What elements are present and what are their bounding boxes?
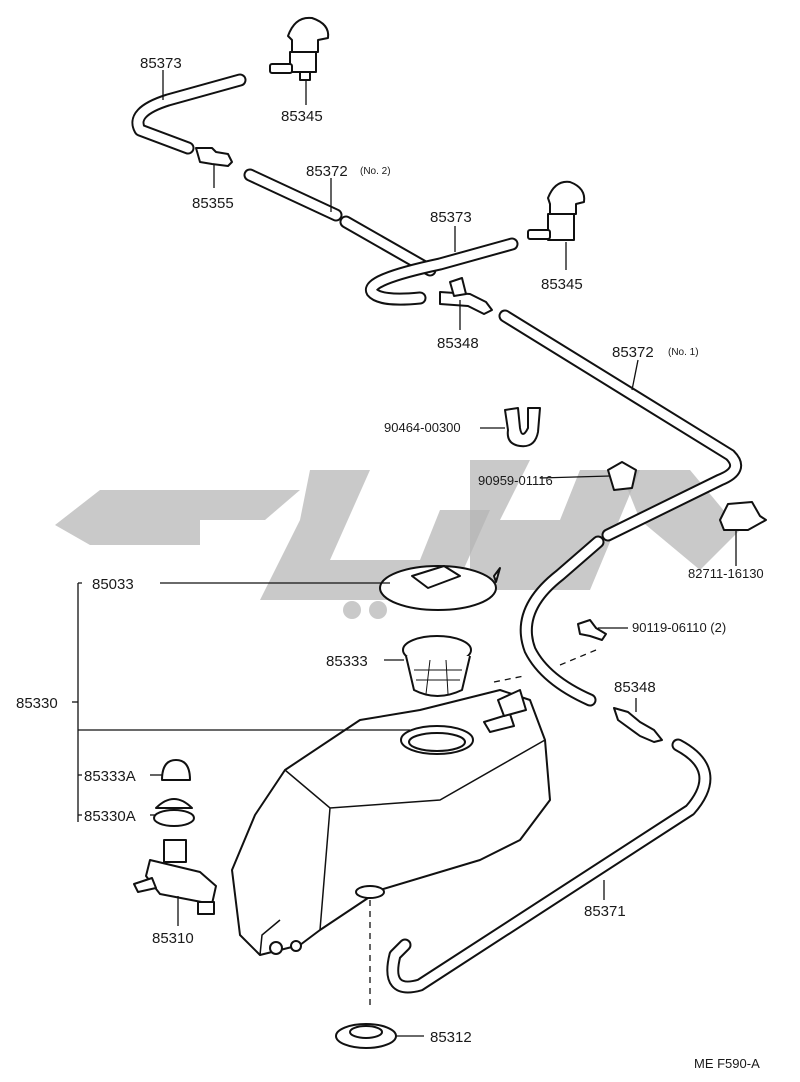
label-85033: 85033 — [92, 576, 134, 593]
label-85372-no1-note: (No. 1) — [668, 347, 699, 358]
label-85312: 85312 — [430, 1029, 472, 1046]
pump-85310 — [133, 839, 217, 915]
grommet-85333A — [161, 759, 191, 781]
bracket-82711 — [719, 501, 767, 531]
label-90959: 90959-01116 — [478, 473, 553, 488]
bolt-90119 — [577, 619, 607, 641]
label-85372-no2-note: (No. 2) — [360, 166, 391, 177]
joint-85355 — [195, 147, 233, 167]
label-85348-low: 85348 — [614, 679, 656, 696]
hose-85371 — [386, 738, 712, 994]
clamp-90464 — [504, 407, 541, 448]
tank-85330 — [231, 689, 551, 956]
hose-85373-top — [131, 73, 247, 155]
nozzle-85345-top — [269, 16, 330, 81]
leader-lines — [72, 70, 737, 1037]
label-85330: 85330 — [16, 695, 58, 712]
label-85372-no2: 85372 — [306, 163, 348, 180]
hose-85372-no1 — [498, 309, 743, 707]
install-lines — [369, 649, 597, 1010]
hose-85372-no2 — [243, 168, 437, 277]
nozzle-85345-mid — [527, 180, 586, 241]
footer-code: ME F590-A — [694, 1056, 760, 1071]
label-85373-mid: 85373 — [430, 209, 472, 226]
label-85372-no1: 85372 — [612, 344, 654, 361]
label-90464: 90464-00300 — [384, 420, 461, 435]
label-85371: 85371 — [584, 903, 626, 920]
label-85348-top: 85348 — [437, 335, 479, 352]
grommet-85330A — [153, 798, 195, 827]
label-85345-top: 85345 — [281, 108, 323, 125]
label-85333A: 85333A — [84, 768, 136, 785]
joint-85348-top — [439, 277, 493, 315]
label-82711: 82711-16130 — [688, 566, 764, 581]
label-85345-mid: 85345 — [541, 276, 583, 293]
part-labels: 85373 85345 85355 85372 (No. 2) 85373 85… — [16, 55, 764, 1071]
strainer-85333 — [402, 635, 472, 697]
label-85310: 85310 — [152, 930, 194, 947]
cap-85033 — [379, 565, 501, 611]
joint-85348-low — [613, 707, 663, 743]
label-85355: 85355 — [192, 195, 234, 212]
label-90119: 90119-06110 (2) — [632, 620, 726, 635]
clip-90959 — [607, 461, 637, 491]
plug-85312 — [335, 1023, 397, 1049]
label-85330A: 85330A — [84, 808, 136, 825]
label-85373-top: 85373 — [140, 55, 182, 72]
hose-85373-mid — [365, 237, 519, 306]
label-85333: 85333 — [326, 653, 368, 670]
